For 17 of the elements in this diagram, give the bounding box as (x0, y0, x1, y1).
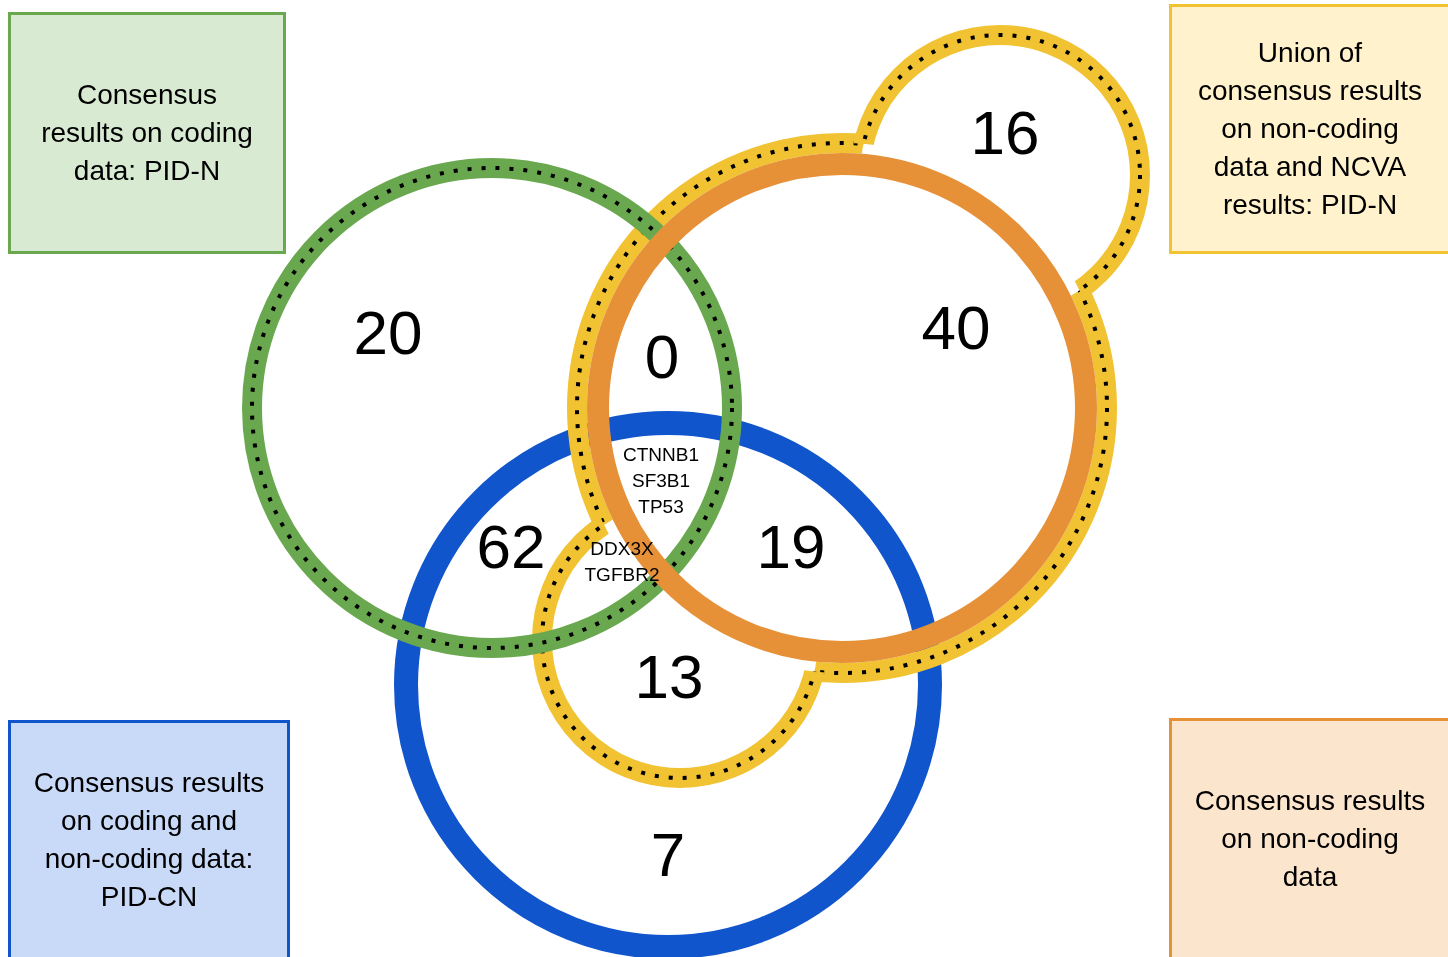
count-label: 19 (756, 516, 826, 578)
legend-box (8, 12, 286, 254)
count-label: 16 (970, 102, 1040, 164)
count-label: 40 (921, 297, 991, 359)
legend-box (8, 720, 290, 957)
count-label: 20 (353, 302, 423, 364)
legend-text: Consensus results on coding and non-coding data: PID-CN (33, 766, 265, 914)
gene-list: CTNNB1 SF3B1 TP53 (611, 442, 711, 520)
legend-box (1169, 4, 1448, 254)
legend-text: Union of consensus results on non-coding data and NCVA results: PID-N (1196, 36, 1424, 222)
count-label: 7 (650, 824, 686, 886)
count-label: 62 (476, 516, 546, 578)
legend-box (1169, 718, 1448, 957)
legend-text: Consensus results on coding data: PID-N (40, 78, 254, 188)
legend-text: Consensus results on non-coding data (1194, 784, 1426, 894)
count-label: 13 (634, 646, 704, 708)
count-label: 0 (644, 326, 680, 388)
